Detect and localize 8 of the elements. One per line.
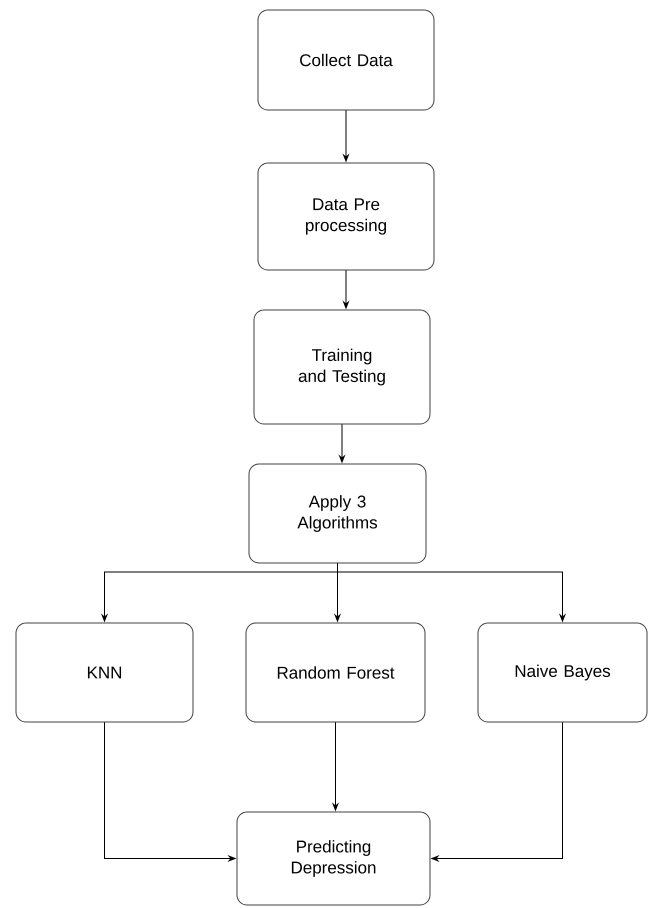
process-box: Random Forest: [246, 622, 426, 722]
process-box: Collect Data: [258, 10, 434, 110]
process-box: Apply 3 Algorithms: [248, 464, 426, 564]
process-box: Data Pre processing: [258, 162, 434, 270]
process-box: Predicting Depression: [236, 812, 430, 906]
process-box: Training and Testing: [254, 310, 430, 424]
process-box: KNN: [16, 622, 194, 722]
process-box: Naive Bayes: [478, 622, 648, 722]
